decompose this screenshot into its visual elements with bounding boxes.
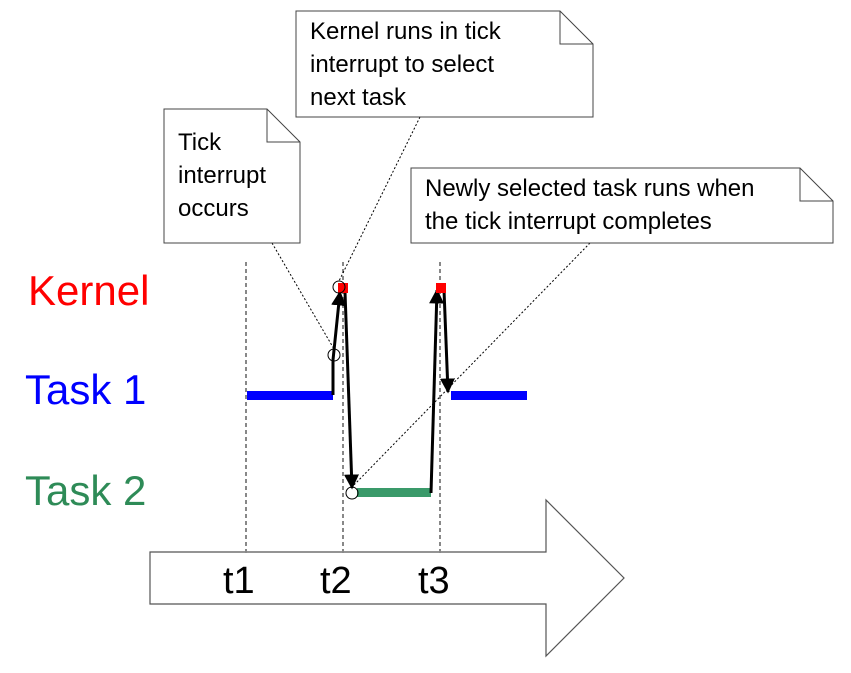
note-kernel-runs-line2: interrupt to select [310, 51, 494, 78]
trace-task2-to-kernel [429, 288, 445, 494]
trace-kernel-to-task2 [343, 291, 360, 490]
leader-kernel-runs [338, 116, 421, 282]
note-newly-selected-line1: Newly selected task runs when [425, 175, 754, 202]
timeline-arrow [149, 498, 625, 658]
note-tick-interrupt: Tick interrupt occurs [163, 108, 301, 244]
trace-task1-to-kernel [331, 290, 347, 395]
note-newly-selected-line2: the tick interrupt completes [425, 208, 712, 235]
note-tick-interrupt-line1: Tick [178, 129, 222, 156]
note-kernel-runs-line3: next task [310, 84, 407, 111]
note-newly-selected: Newly selected task runs when the tick i… [410, 167, 834, 244]
task1-bar-left [247, 391, 333, 400]
circle-task2-start [345, 486, 359, 500]
leader-newly-selected [351, 242, 591, 488]
tick-label-t1: t1 [223, 560, 255, 602]
note-tick-interrupt-line2: interrupt [178, 162, 266, 189]
lane-label-task1: Task 1 [25, 366, 146, 413]
tick-label-t3: t3 [418, 560, 450, 602]
task2-bar [357, 488, 431, 497]
note-tick-interrupt-line3: occurs [178, 195, 249, 222]
note-kernel-runs: Kernel runs in tick interrupt to select … [295, 10, 594, 118]
note-kernel-runs-line1: Kernel runs in tick [310, 18, 502, 45]
circle-kernel-run [332, 280, 346, 294]
kernel-marker-t2 [338, 283, 348, 293]
leader-tick-interrupt [271, 242, 335, 350]
circle-tick-interrupt [327, 348, 341, 362]
kernel-marker-t3 [436, 283, 446, 293]
lane-label-task2: Task 2 [25, 467, 146, 514]
tick-label-t2: t2 [320, 560, 352, 602]
lane-label-kernel: Kernel [28, 267, 149, 314]
task1-bar-right [451, 391, 527, 400]
trace-kernel-to-task1 [439, 289, 455, 394]
